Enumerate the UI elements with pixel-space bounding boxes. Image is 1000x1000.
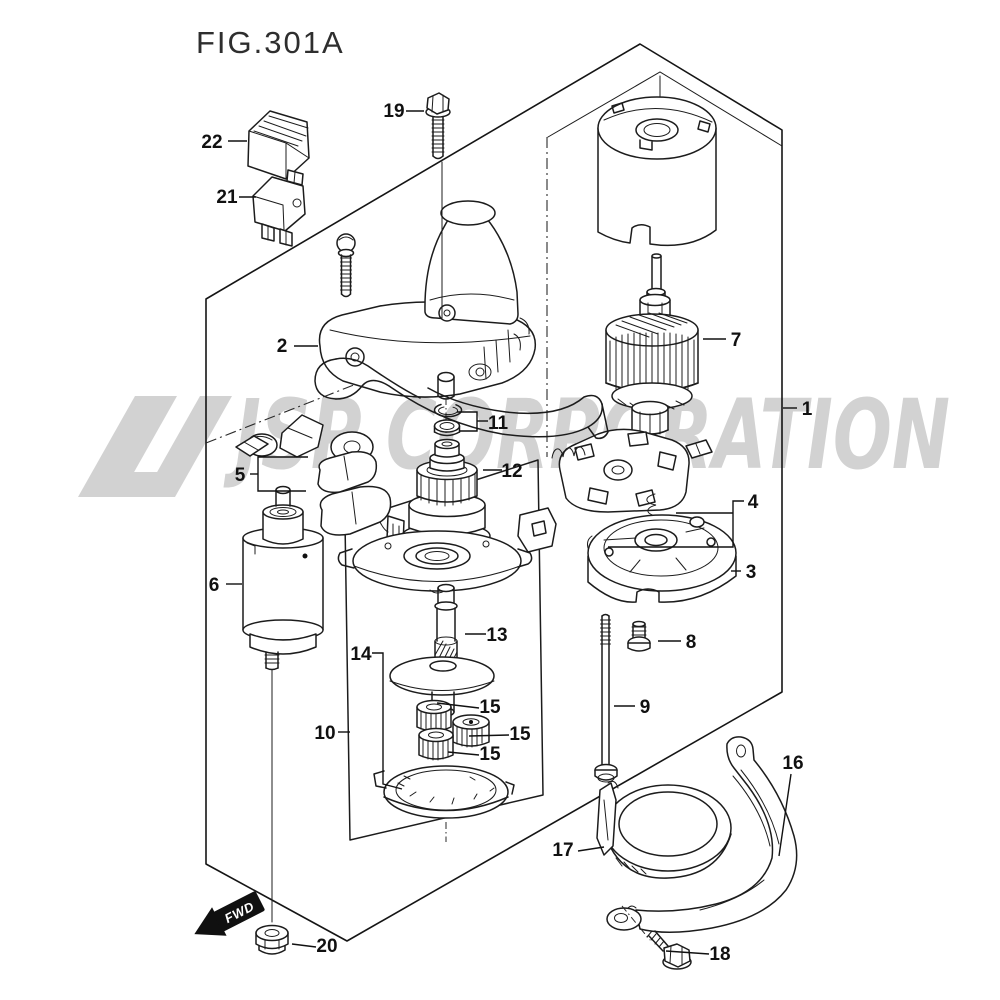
part-callout-15: 15 (479, 697, 501, 718)
fwd-arrow-head (194, 907, 227, 936)
part-callout-17: 17 (552, 840, 573, 861)
outer-boundary (205, 43, 783, 942)
relay-22-art (247, 110, 310, 186)
part-callout-14: 14 (350, 644, 372, 665)
part-callout-18: 18 (709, 944, 730, 965)
part-callout-15: 15 (479, 744, 501, 765)
callout-leader-20 (291, 943, 317, 948)
motor-housing-art (597, 96, 717, 247)
clamp-ring-art (596, 780, 732, 879)
callout-leader-18 (665, 950, 710, 955)
callout-leader-15 (468, 734, 510, 737)
screw-8-art (627, 620, 651, 652)
part-callout-13: 13 (486, 625, 507, 646)
flange-nut-art (255, 924, 289, 955)
part-callout-20: 20 (316, 936, 337, 957)
solenoid-art (242, 485, 324, 923)
part-callout-7: 7 (731, 330, 742, 351)
relay-21-art (252, 176, 306, 247)
part-callout-1: 1 (802, 399, 813, 420)
callout-leader-4 (608, 500, 744, 548)
flange-bolt-art (646, 930, 692, 970)
part-callout-21: 21 (216, 187, 238, 208)
brush-spring-left (551, 446, 586, 459)
part-callout-5: 5 (235, 465, 246, 486)
isolator-bracket (517, 507, 557, 553)
snap-ring-set-art (433, 403, 463, 437)
part-callout-8: 8 (686, 632, 697, 653)
watermark-logo-bar (78, 396, 177, 497)
brush-holder-art (517, 428, 713, 553)
part-callout-15: 15 (509, 724, 531, 745)
ring-gear-art (373, 765, 515, 842)
part-callout-19: 19 (383, 101, 404, 122)
part-callout-3: 3 (746, 562, 757, 583)
gear-case-cover-art (318, 161, 537, 433)
bolt-gear-case-art (336, 233, 356, 298)
callout-leader-17 (577, 846, 605, 852)
part-callout-9: 9 (640, 697, 651, 718)
part-callout-2: 2 (277, 336, 288, 357)
through-bolt-art (594, 613, 618, 783)
part-callout-12: 12 (501, 461, 522, 482)
group1-boundary-top (547, 71, 783, 147)
part-callout-11: 11 (488, 413, 509, 434)
part-callout-16: 16 (782, 753, 803, 774)
mounting-strap-art (606, 736, 798, 941)
watermark-logo-step (104, 472, 158, 497)
bearing-cover-plate-art (337, 530, 533, 594)
callout-leader-15 (447, 751, 480, 756)
drive-shaft-art (389, 583, 495, 718)
fwd-arrow-body (213, 891, 265, 932)
callout-leader-15 (436, 702, 480, 709)
callout-leader-16 (778, 773, 792, 857)
bolt-19-art (425, 92, 451, 160)
figure-title: FIG.301A (196, 25, 345, 60)
end-cap-art (587, 514, 737, 603)
watermark-logo-bar2 (143, 396, 232, 497)
callout-leader-14 (372, 652, 403, 790)
part-callout-22: 22 (201, 132, 222, 153)
armature-art (605, 253, 699, 437)
part-callout-4: 4 (748, 492, 759, 513)
part-callout-10: 10 (314, 723, 335, 744)
part-callout-6: 6 (209, 575, 220, 596)
